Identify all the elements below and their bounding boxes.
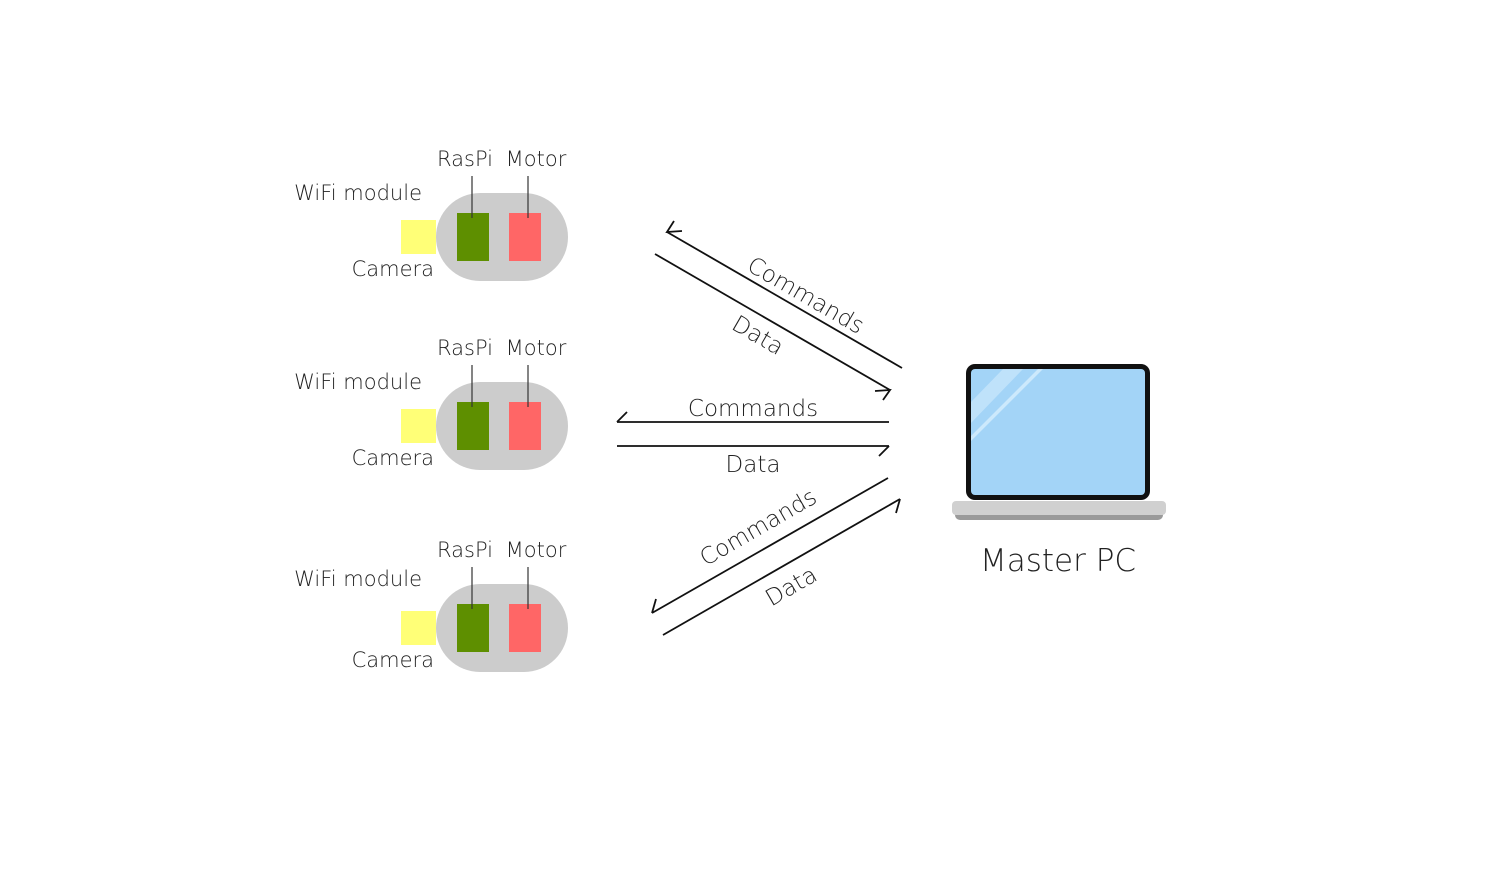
link-robot-1: Commands Data <box>654 220 903 401</box>
master-pc: Master PC <box>952 364 1166 579</box>
master-pc-label: Master PC <box>980 543 1136 579</box>
motor-block <box>509 213 541 261</box>
camera-block <box>401 220 436 254</box>
camera-label: Camera <box>352 257 434 281</box>
raspi-label: RasPi <box>437 336 493 360</box>
commands-label: Commands <box>688 396 818 422</box>
screen-glare <box>971 369 1023 423</box>
commands-label: Commands <box>696 484 822 572</box>
data-arrowhead <box>874 388 892 401</box>
data-label: Data <box>727 311 788 361</box>
wifi-module-label: WiFi module <box>294 181 422 205</box>
motor-label: Motor <box>506 336 567 360</box>
data-arrow <box>654 253 891 391</box>
camera-label: Camera <box>352 446 434 470</box>
motor-block <box>509 604 541 652</box>
commands-arrowhead <box>616 411 628 423</box>
data-arrowhead <box>878 445 890 457</box>
motor-block <box>509 402 541 450</box>
laptop-base <box>952 501 1166 515</box>
commands-arrowhead <box>665 220 683 234</box>
commands-arrow <box>666 231 903 369</box>
raspi-label: RasPi <box>437 538 493 562</box>
laptop-screen <box>971 369 1145 495</box>
camera-label: Camera <box>352 648 434 672</box>
screen-glare <box>971 369 1043 441</box>
commands-arrowhead <box>651 598 657 614</box>
robot-unit-2: RasPi Motor WiFi module Camera <box>294 336 568 470</box>
robot-body <box>436 584 568 672</box>
motor-label: Motor <box>506 538 567 562</box>
robot-unit-3: RasPi Motor WiFi module Camera <box>294 538 568 672</box>
link-robot-2: Commands Data <box>616 396 890 478</box>
motor-label: Motor <box>506 147 567 171</box>
camera-block <box>401 409 436 443</box>
robot-body <box>436 382 568 470</box>
robot-body <box>436 193 568 281</box>
data-label: Data <box>761 562 822 612</box>
data-arrowhead <box>895 498 901 514</box>
camera-block <box>401 611 436 645</box>
raspi-block <box>457 213 489 261</box>
data-label: Data <box>726 452 781 478</box>
robot-unit-1: RasPi Motor WiFi module Camera <box>294 147 568 281</box>
laptop-icon <box>952 364 1166 520</box>
commands-arrow <box>651 477 889 614</box>
raspi-block <box>457 402 489 450</box>
data-arrow <box>662 498 901 636</box>
wifi-module-label: WiFi module <box>294 370 422 394</box>
wifi-module-label: WiFi module <box>294 567 422 591</box>
raspi-block <box>457 604 489 652</box>
raspi-label: RasPi <box>437 147 493 171</box>
link-robot-3: Commands Data <box>651 477 901 636</box>
